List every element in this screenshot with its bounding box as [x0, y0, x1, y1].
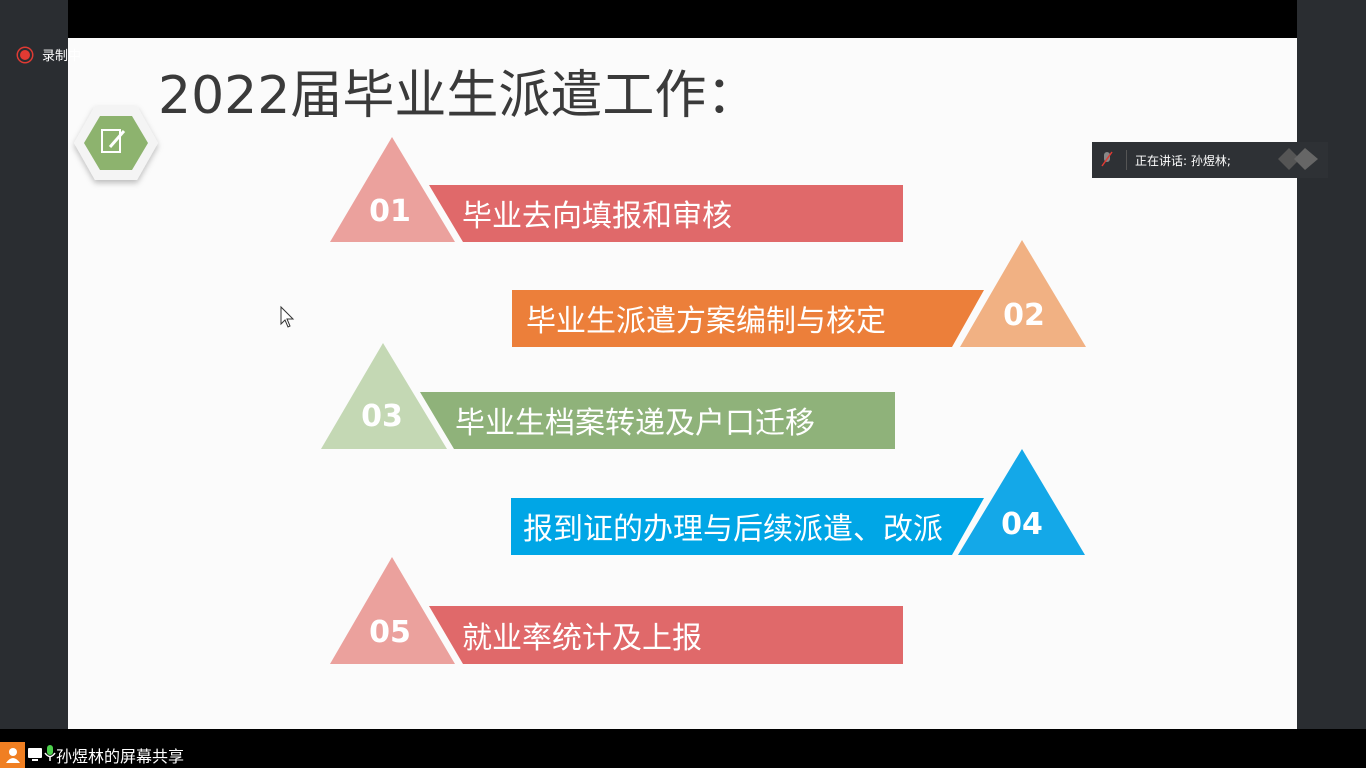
- svg-text:04: 04: [1001, 507, 1043, 542]
- divider: [1126, 150, 1127, 170]
- item-04: 04 报到证的办理与后续派遣、改派: [511, 449, 1085, 555]
- screen-share-label: 孙煜林的屏幕共享: [56, 747, 185, 766]
- slide-canvas: 2022届毕业生派遣工作： 01 毕业去向填报和审核 02 毕业生派遣方案编制与…: [74, 66, 1086, 664]
- bottom-bar: [0, 729, 1366, 768]
- screen-share-status: 孙煜林的屏幕共享: [0, 742, 184, 768]
- item-01: 01 毕业去向填报和审核: [330, 137, 903, 242]
- recording-label: 录制中: [42, 49, 82, 64]
- svg-text:报到证的办理与后续派遣、改派: 报到证的办理与后续派遣、改派: [523, 512, 943, 547]
- svg-text:01: 01: [369, 194, 411, 229]
- slide-title: 2022届毕业生派遣工作：: [158, 66, 758, 126]
- svg-text:毕业生档案转递及户口迁移: 毕业生档案转递及户口迁移: [455, 406, 815, 441]
- svg-text:03: 03: [361, 399, 403, 434]
- muted-mic-icon: [1092, 151, 1122, 170]
- svg-text:毕业生派遣方案编制与核定: 毕业生派遣方案编制与核定: [526, 304, 886, 339]
- app-logo-icon: [1278, 147, 1322, 173]
- speaking-label: 正在讲话: 孙煜林;: [1135, 153, 1231, 168]
- item-03: 03 毕业生档案转递及户口迁移: [321, 343, 895, 449]
- item-02: 02 毕业生派遣方案编制与核定: [512, 240, 1086, 347]
- svg-text:05: 05: [369, 615, 411, 650]
- recording-indicator[interactable]: 录制中: [20, 45, 81, 64]
- item-05: 05 就业率统计及上报: [330, 557, 903, 664]
- svg-text:02: 02: [1003, 298, 1045, 333]
- svg-text:毕业去向填报和审核: 毕业去向填报和审核: [462, 199, 732, 234]
- edit-icon: [74, 106, 158, 180]
- speaking-indicator: 正在讲话: 孙煜林;: [1092, 142, 1328, 178]
- user-icon: [0, 742, 25, 768]
- left-panel: [0, 0, 68, 729]
- top-bar: [68, 0, 1297, 38]
- screen-share-icon: [28, 746, 42, 765]
- right-panel: [1297, 0, 1366, 729]
- svg-text:就业率统计及上报: 就业率统计及上报: [462, 621, 702, 656]
- record-icon: [20, 49, 30, 60]
- mic-icon: [44, 745, 56, 765]
- mouse-cursor-icon: [280, 305, 295, 328]
